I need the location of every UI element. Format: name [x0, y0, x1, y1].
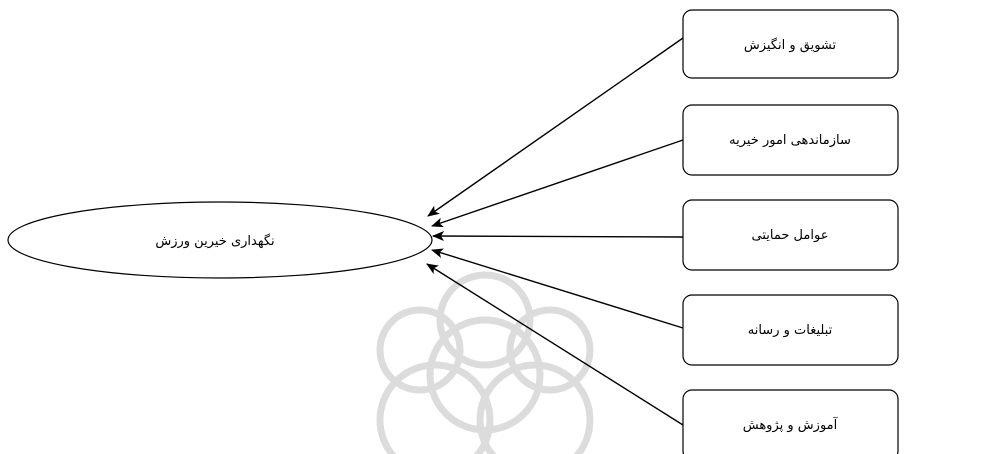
factor-label-education: آموزش و پژوهش [743, 416, 839, 433]
arrow-advertising [431, 248, 684, 329]
arrow-organization [431, 139, 684, 228]
central-label: نگهداری خیرین ورزش [155, 233, 274, 249]
arrow-support [432, 231, 684, 242]
factor-box-motivation: تشویق و انگیزش [682, 9, 899, 79]
watermark-emblem [376, 271, 594, 454]
factor-box-advertising: تبلیغات و رسانه [682, 294, 899, 366]
factor-label-advertising: تبلیغات و رسانه [748, 323, 833, 338]
factor-box-education: آموزش و پژوهش [682, 389, 899, 454]
central-node: نگهداری خیرین ورزش [7, 201, 433, 279]
factor-box-support: عوامل حمایتی [682, 199, 899, 271]
arrows [426, 37, 684, 426]
arrow-motivation [427, 37, 684, 217]
factor-box-organization: سازماندهی امور خیریه [682, 104, 899, 176]
factor-label-motivation: تشویق و انگیزش [744, 37, 837, 53]
factor-label-organization: سازماندهی امور خیریه [729, 133, 851, 148]
factor-label-support: عوامل حمایتی [752, 228, 829, 243]
arrow-education [426, 263, 684, 426]
